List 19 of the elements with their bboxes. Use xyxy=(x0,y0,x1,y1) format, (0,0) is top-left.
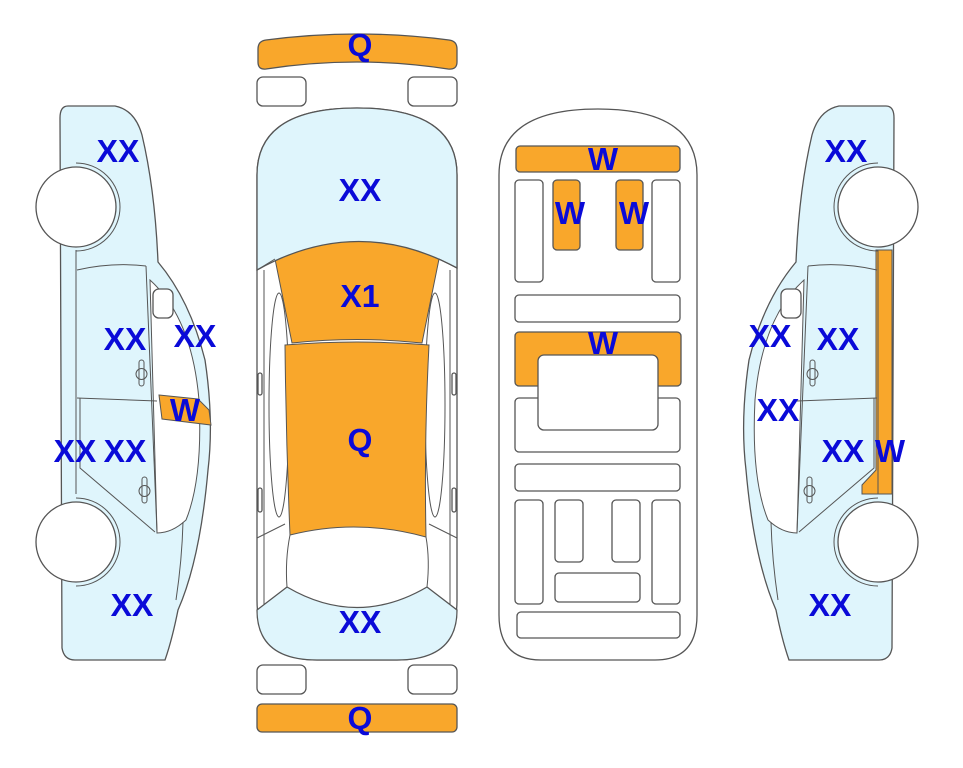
part-code: Q xyxy=(348,702,372,734)
part-code: Q xyxy=(348,29,372,61)
part-code: W xyxy=(588,143,618,175)
part-code: XX xyxy=(104,323,146,355)
part-code: XX xyxy=(110,589,154,621)
part-code: W xyxy=(588,327,618,359)
part-code: XX xyxy=(338,606,382,638)
part-code: XX xyxy=(824,135,868,167)
part-code: W xyxy=(170,394,200,426)
part-code: Q xyxy=(348,424,372,456)
part-code: XX xyxy=(822,435,864,467)
part-code: XX xyxy=(338,174,382,206)
part-code: XX xyxy=(808,589,852,621)
part-code: W xyxy=(874,435,906,467)
part-code: XX xyxy=(756,394,800,426)
part-code: XX xyxy=(816,323,860,355)
part-code: X1 xyxy=(340,280,380,312)
part-code: XX xyxy=(96,135,140,167)
part-code: XX xyxy=(104,435,146,467)
